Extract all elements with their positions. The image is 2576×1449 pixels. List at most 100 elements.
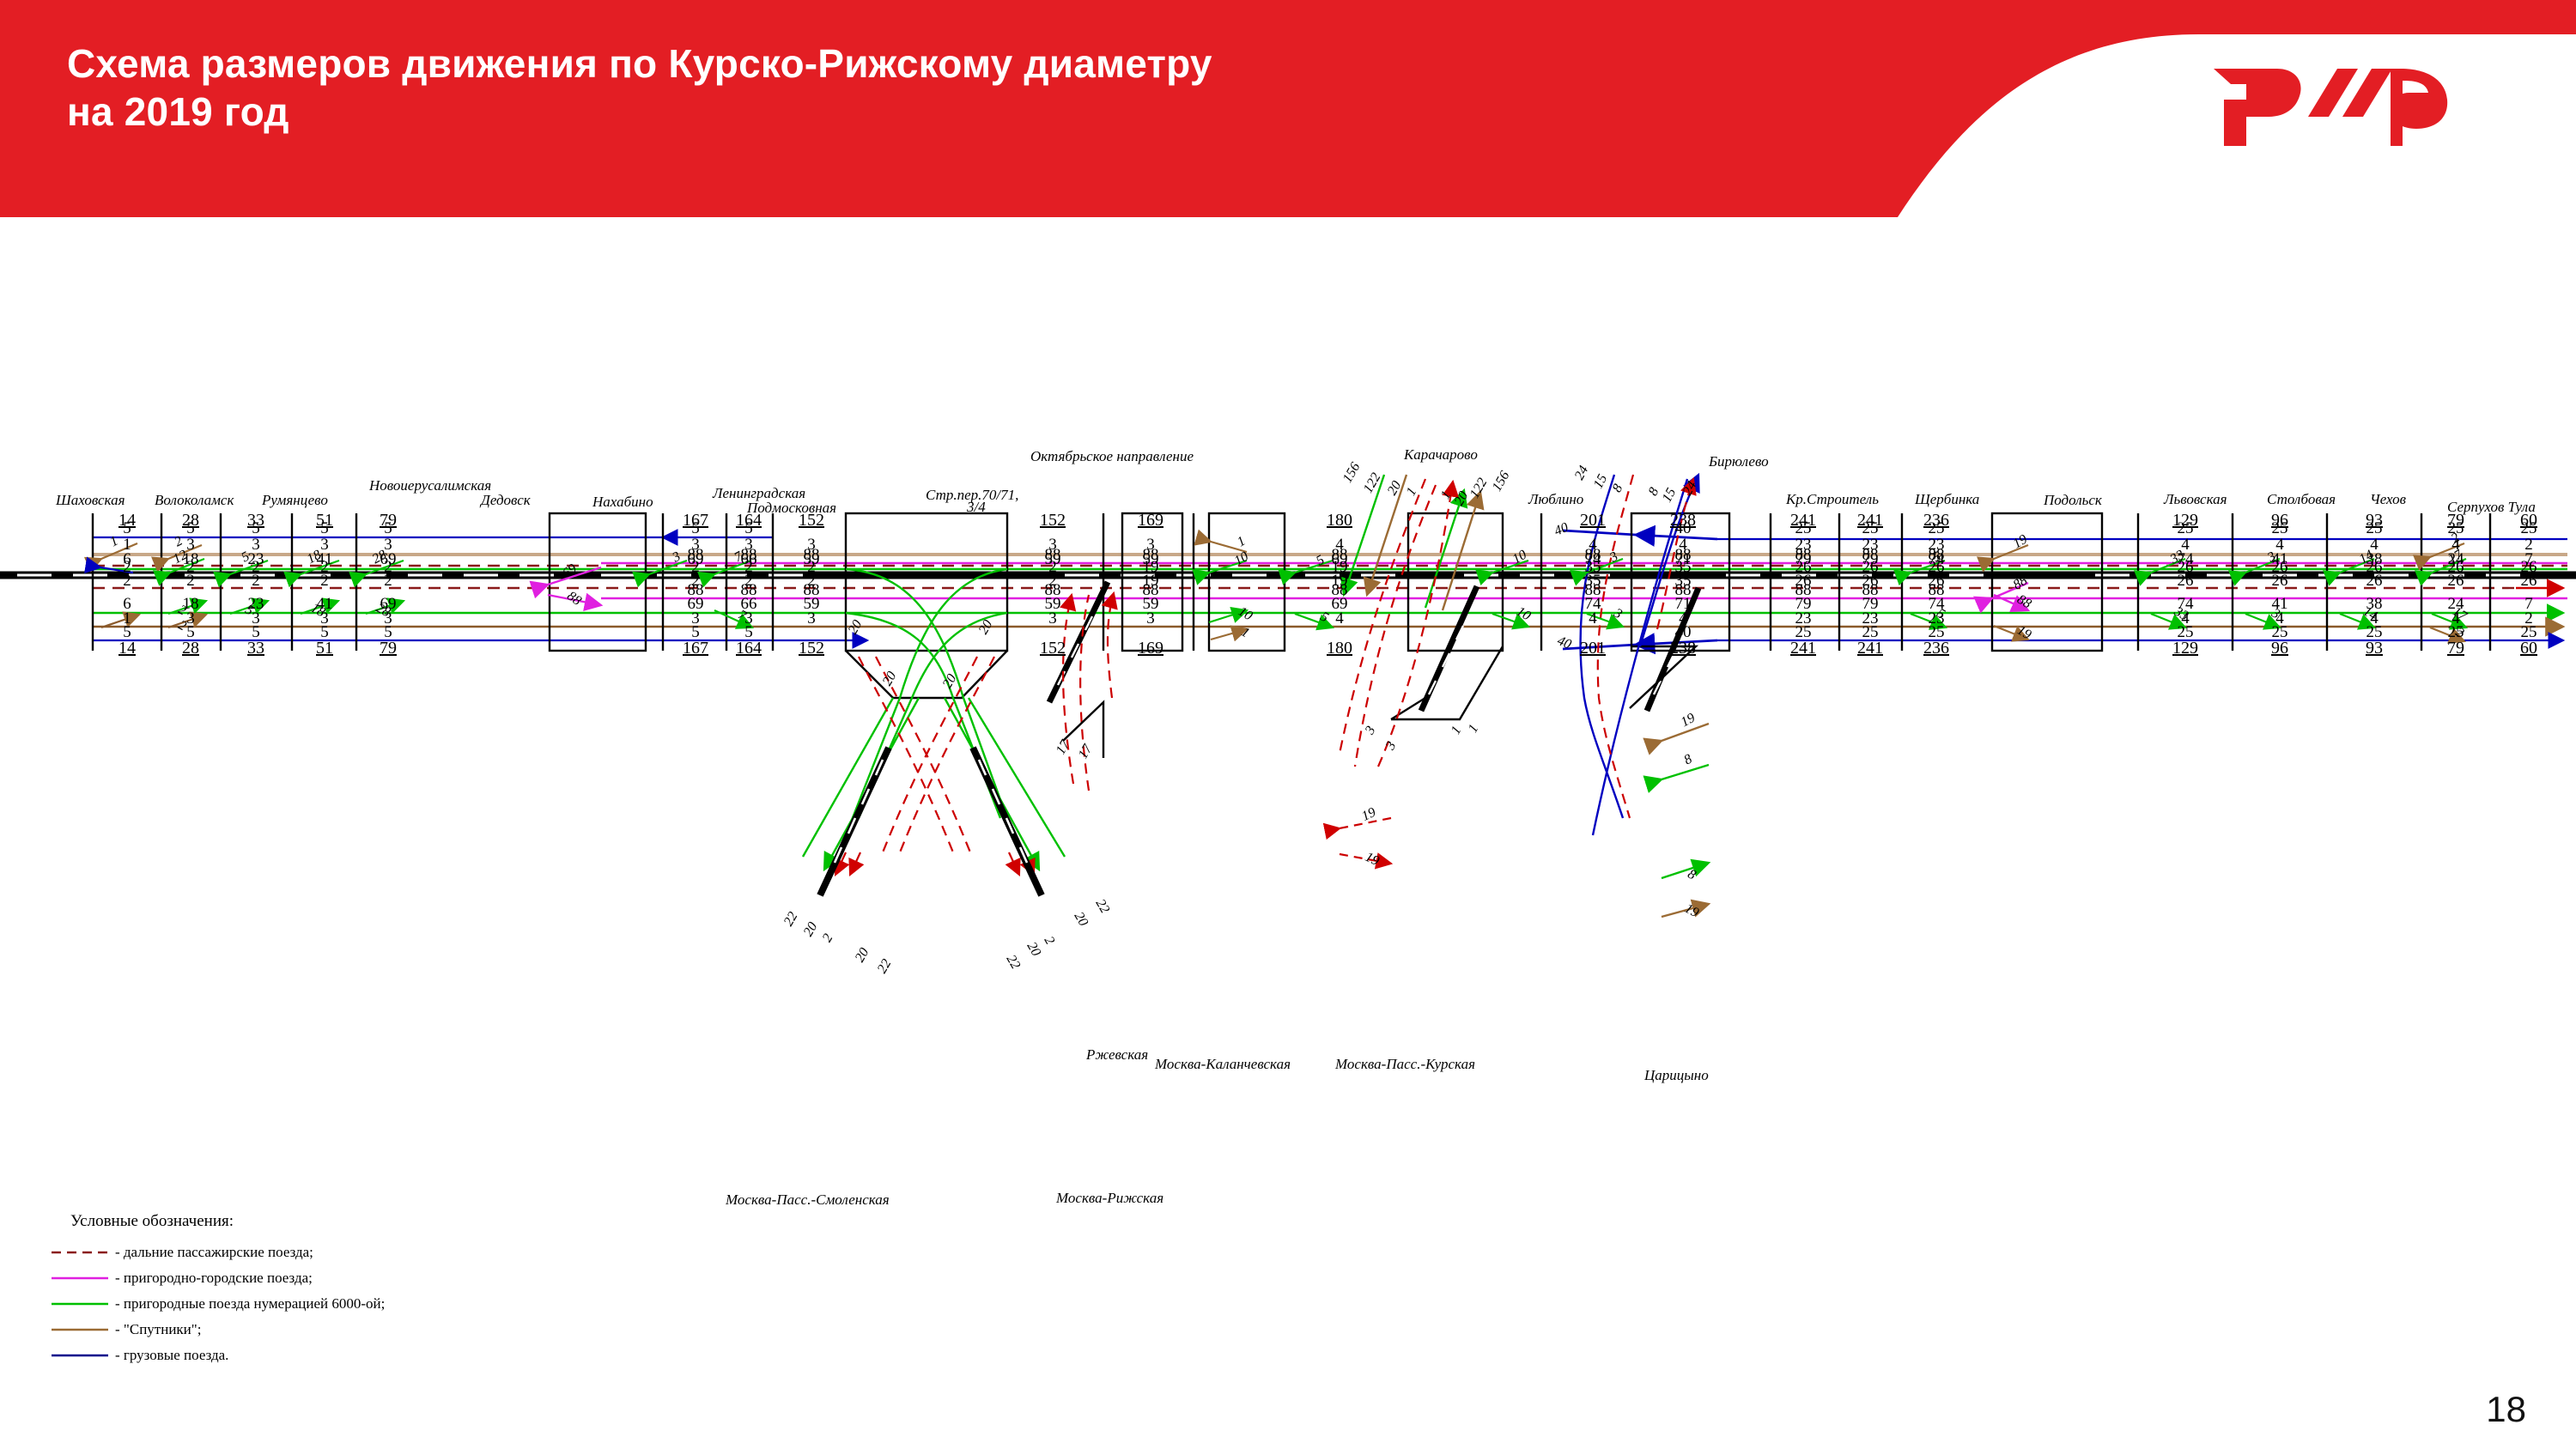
cell-sputnik-dn: 3 [1146,609,1155,627]
cell-longdistance-up: 19 [1332,558,1348,576]
cell-suburban6000-dn: 38 [2366,595,2383,613]
cell-suburban6000-up: 6 [123,550,131,568]
cell-sputnik-dn: 3 [186,609,195,627]
cell-sputnik-dn: 3 [691,609,700,627]
cell-sputnik-up: 4 [2451,536,2460,554]
station-label-bottom: Москва-Пасс.-Курская [1334,1056,1475,1072]
segment-total-bottom: 96 [2271,639,2288,658]
cell-freight-dn: 25 [1862,623,1879,641]
cell-sputnik-dn: 4 [2275,609,2284,627]
junction-count: 20 [880,670,900,688]
junction-count: 20 [1072,910,1091,929]
cell-longdistance-dn: 2 [384,572,392,590]
branch-oktyabrskoe [1046,580,1118,791]
cell-longdistance-up: 2 [186,558,195,576]
header-curve-shape [1683,0,2576,217]
cell-sputnik-up: 1 [123,536,131,554]
segment-total-top: 241 [1790,511,1816,530]
station-box-tsaritsyno [1630,512,1731,652]
junction-count: 88 [2014,592,2033,612]
cell-sputnik-dn: 3 [320,609,329,627]
junction-count: 24 [1572,464,1592,482]
junction-count: 14 [2357,548,2376,567]
cell-longdistance-up: 2 [123,558,131,576]
cell-suburban_city-dn: 88 [688,581,704,599]
junction-count: 19 [1363,850,1382,869]
cell-longdistance-up: 19 [1143,558,1159,576]
branch-karacharovo [1322,474,1504,870]
cell-suburban6000-up: 69 [380,550,397,568]
cell-longdistance-dn: 19 [1332,572,1348,590]
cell-sputnik-up: 4 [2370,536,2379,554]
segment-total-top: 51 [316,511,333,530]
junction-arrows [83,529,2469,644]
station-label-top: Столбовая [2267,491,2336,507]
junction-count: 20 [976,618,996,637]
cell-longdistance-dn: 26 [2272,572,2288,590]
segment-total-bottom: 60 [2520,639,2537,658]
junction-count: 28 [374,601,392,621]
cell-sputnik-up: 3 [1048,536,1057,554]
junction-count: 2 [820,931,836,944]
junction-count: 22 [781,910,801,929]
cell-suburban_city-dn: 88 [1929,581,1945,599]
cell-longdistance-up: 26 [2448,558,2464,576]
cell-longdistance-dn: 26 [2178,572,2194,590]
junction-count: 18 [308,601,327,621]
cell-suburban_city-up: 88 [1929,546,1945,564]
junction-count: 28 [370,548,389,567]
cell-longdistance-dn: 2 [744,572,753,590]
cell-freight-up: 5 [252,519,260,537]
cell-suburban_city-up: 88 [1862,546,1879,564]
cell-sputnik-up: 4 [2181,536,2190,554]
cell-sputnik-up: 23 [1929,536,1945,554]
cell-suburban6000-up: 24 [2448,550,2465,568]
cell-suburban6000-up: 18 [183,550,199,568]
segment-total-top: 79 [380,511,397,530]
segment-total-bottom: 241 [1857,639,1883,658]
junction-count: 20 [1024,940,1044,959]
cell-sputnik-up: 2 [2524,536,2533,554]
segment-total-top: 164 [736,511,762,530]
cell-sputnik-dn: 3 [252,609,260,627]
cell-freight-dn: 40 [1675,623,1692,641]
cell-freight-up: 25 [2366,519,2383,537]
cell-freight-dn: 5 [320,623,329,641]
cell-freight-dn: 5 [691,623,700,641]
station-label-top: Шаховская [55,492,125,508]
cell-suburban6000-up: 59 [1143,550,1159,568]
junction-count: 22 [1093,897,1113,916]
segment-total-top: 201 [1580,511,1606,530]
cell-suburban6000-dn: 23 [248,595,264,613]
junction-count: 10 [1514,604,1533,624]
cell-suburban6000-up: 69 [1332,550,1348,568]
junction-count: 3 [1382,739,1399,753]
cell-freight-dn: 5 [744,623,753,641]
cell-suburban6000-up: 74 [1929,550,1946,568]
page-title: Схема размеров движения по Курско-Рижско… [67,41,1212,135]
segment-total-bottom: 236 [1923,639,1949,658]
cell-suburban6000-up: 71 [1675,550,1692,568]
segment-total-top: 180 [1327,511,1352,530]
segment-total-top: 152 [799,511,824,530]
cell-freight-up: 5 [123,519,131,537]
cell-sputnik-dn: 1 [123,609,131,627]
junction-count: 1 [1404,485,1420,498]
segment-total-top: 14 [118,511,136,530]
station-label-top: Люблино [1528,491,1583,507]
cell-sputnik-dn: 4 [2370,609,2379,627]
cell-suburban6000-dn: 59 [804,595,820,613]
cell-freight-dn: 25 [1929,623,1945,641]
junction-count: 20 [846,618,866,637]
cell-suburban6000-dn: 69 [688,595,704,613]
segment-total-bottom: 93 [2366,639,2383,658]
junction-count: 22 [1004,953,1024,972]
cell-longdistance-up: 2 [807,558,816,576]
cell-suburban_city-up: 88 [1795,546,1812,564]
junction-count: 33 [2171,603,2190,623]
cell-suburban_city-dn: 88 [1143,581,1159,599]
cell-sputnik-up: 3 [252,536,260,554]
station-label-top: Румянцево [261,492,328,508]
junction-count: 10 [1232,549,1251,569]
junction-count: 20 [1385,479,1405,498]
